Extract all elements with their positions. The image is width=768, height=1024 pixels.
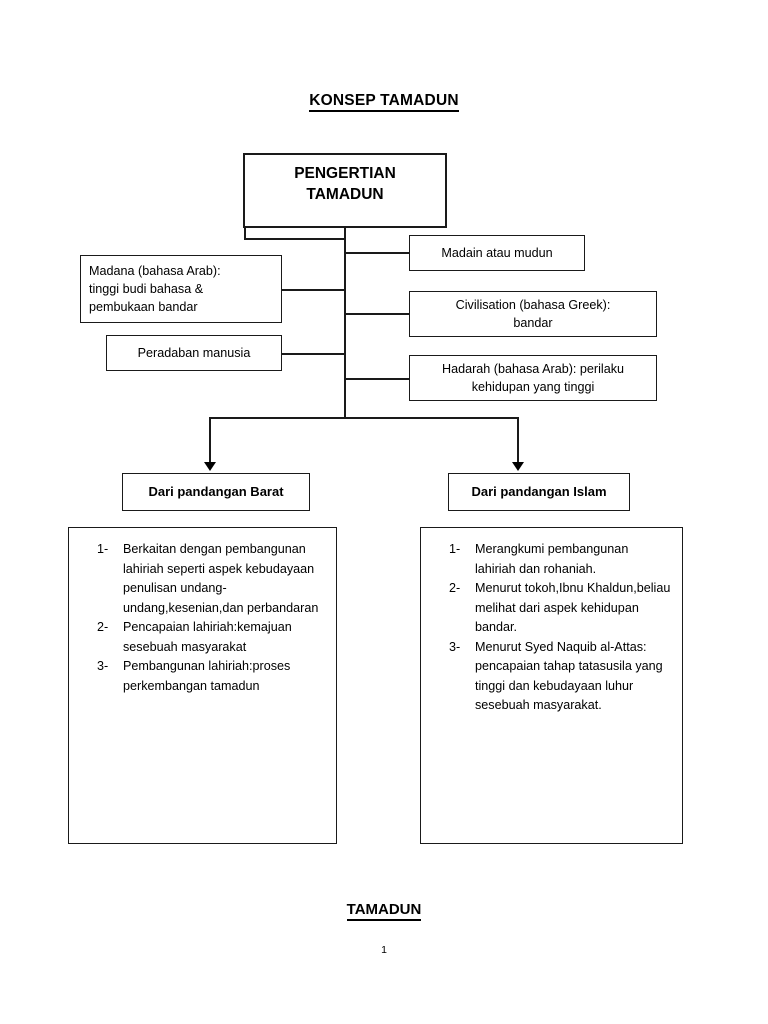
connector-top-bar (244, 238, 345, 240)
node-civilisation-label: Civilisation (bahasa Greek): bandar (455, 297, 611, 330)
connector-split-right-drop (517, 417, 519, 465)
list-item-marker: 1- (97, 542, 109, 556)
node-pengertian-tamadun: PENGERTIAN TAMADUN (243, 153, 447, 228)
page-title: KONSEP TAMADUN (0, 92, 768, 112)
node-madain-atau-mudun: Madain atau mudun (409, 235, 585, 271)
footer-title-text: TAMADUN (346, 901, 422, 921)
connector-right-3 (344, 378, 410, 380)
list-item-text: Pencapaian lahiriah:kemajuan sesebuah ma… (123, 620, 292, 654)
arrow-down-icon-right (512, 462, 524, 471)
page-title-text: KONSEP TAMADUN (309, 92, 459, 112)
list-item-text: Menurut tokoh,Ibnu Khaldun,beliau meliha… (475, 581, 671, 635)
node-peradaban-manusia: Peradaban manusia (106, 335, 282, 371)
connector-root-spine (344, 228, 346, 418)
footer-title: TAMADUN (0, 901, 768, 921)
list-pandangan-islam: 1- Merangkumi pembangunan lahiriah dan r… (449, 540, 672, 716)
node-madana-label: Madana (bahasa Arab): tinggi budi bahasa… (89, 263, 221, 315)
connector-split-left-drop (209, 417, 211, 465)
node-civilisation: Civilisation (bahasa Greek): bandar (409, 291, 657, 337)
connector-top-bar-left-tick (244, 228, 246, 239)
list-item-marker: 1- (449, 542, 461, 556)
node-dari-pandangan-islam: Dari pandangan Islam (448, 473, 630, 511)
list-pandangan-barat: 1- Berkaitan dengan pembangunan lahiriah… (97, 540, 326, 696)
connector-right-2 (344, 313, 410, 315)
list-item-text: Menurut Syed Naquib al-Attas: pencapaian… (475, 639, 663, 713)
list-item-text: Merangkumi pembangunan lahiriah dan roha… (475, 542, 629, 576)
node-dari-pandangan-barat-label: Dari pandangan Barat (148, 483, 284, 499)
node-hadarah: Hadarah (bahasa Arab): perilaku kehidupa… (409, 355, 657, 401)
node-pengertian-tamadun-label: PENGERTIAN TAMADUN (294, 165, 396, 203)
connector-left-1 (281, 289, 345, 291)
list-item: 2- Pencapaian lahiriah:kemajuan sesebuah… (97, 618, 326, 657)
node-dari-pandangan-barat: Dari pandangan Barat (122, 473, 310, 511)
list-item: 3- Pembangunan lahiriah:proses perkemban… (97, 657, 326, 696)
list-item: 1- Merangkumi pembangunan lahiriah dan r… (449, 540, 672, 579)
list-item-marker: 3- (97, 659, 109, 674)
list-item-text: Berkaitan dengan pembangunan lahiriah se… (123, 542, 319, 615)
list-item-text: Pembangunan lahiriah:proses perkembangan… (123, 659, 291, 693)
connector-left-2 (281, 353, 345, 355)
list-item-marker: 2- (449, 581, 461, 596)
node-madana: Madana (bahasa Arab): tinggi budi bahasa… (80, 255, 282, 323)
list-item-marker: 2- (97, 620, 109, 635)
node-hadarah-label: Hadarah (bahasa Arab): perilaku kehidupa… (441, 361, 625, 394)
listbox-pandangan-islam: 1- Merangkumi pembangunan lahiriah dan r… (420, 527, 683, 844)
list-item: 2- Menurut tokoh,Ibnu Khaldun,beliau mel… (449, 579, 672, 638)
connector-split-bar (209, 417, 519, 419)
node-dari-pandangan-islam-label: Dari pandangan Islam (471, 483, 607, 499)
list-item: 1- Berkaitan dengan pembangunan lahiriah… (97, 540, 326, 618)
arrow-down-icon-left (204, 462, 216, 471)
list-item: 3- Menurut Syed Naquib al-Attas: pencapa… (449, 638, 672, 716)
page-number: 1 (381, 944, 387, 956)
listbox-pandangan-barat: 1- Berkaitan dengan pembangunan lahiriah… (68, 527, 337, 844)
node-peradaban-manusia-label: Peradaban manusia (137, 345, 251, 360)
list-item-marker: 3- (449, 639, 461, 654)
connector-right-1 (344, 252, 410, 254)
node-madain-atau-mudun-label: Madain atau mudun (441, 245, 553, 260)
